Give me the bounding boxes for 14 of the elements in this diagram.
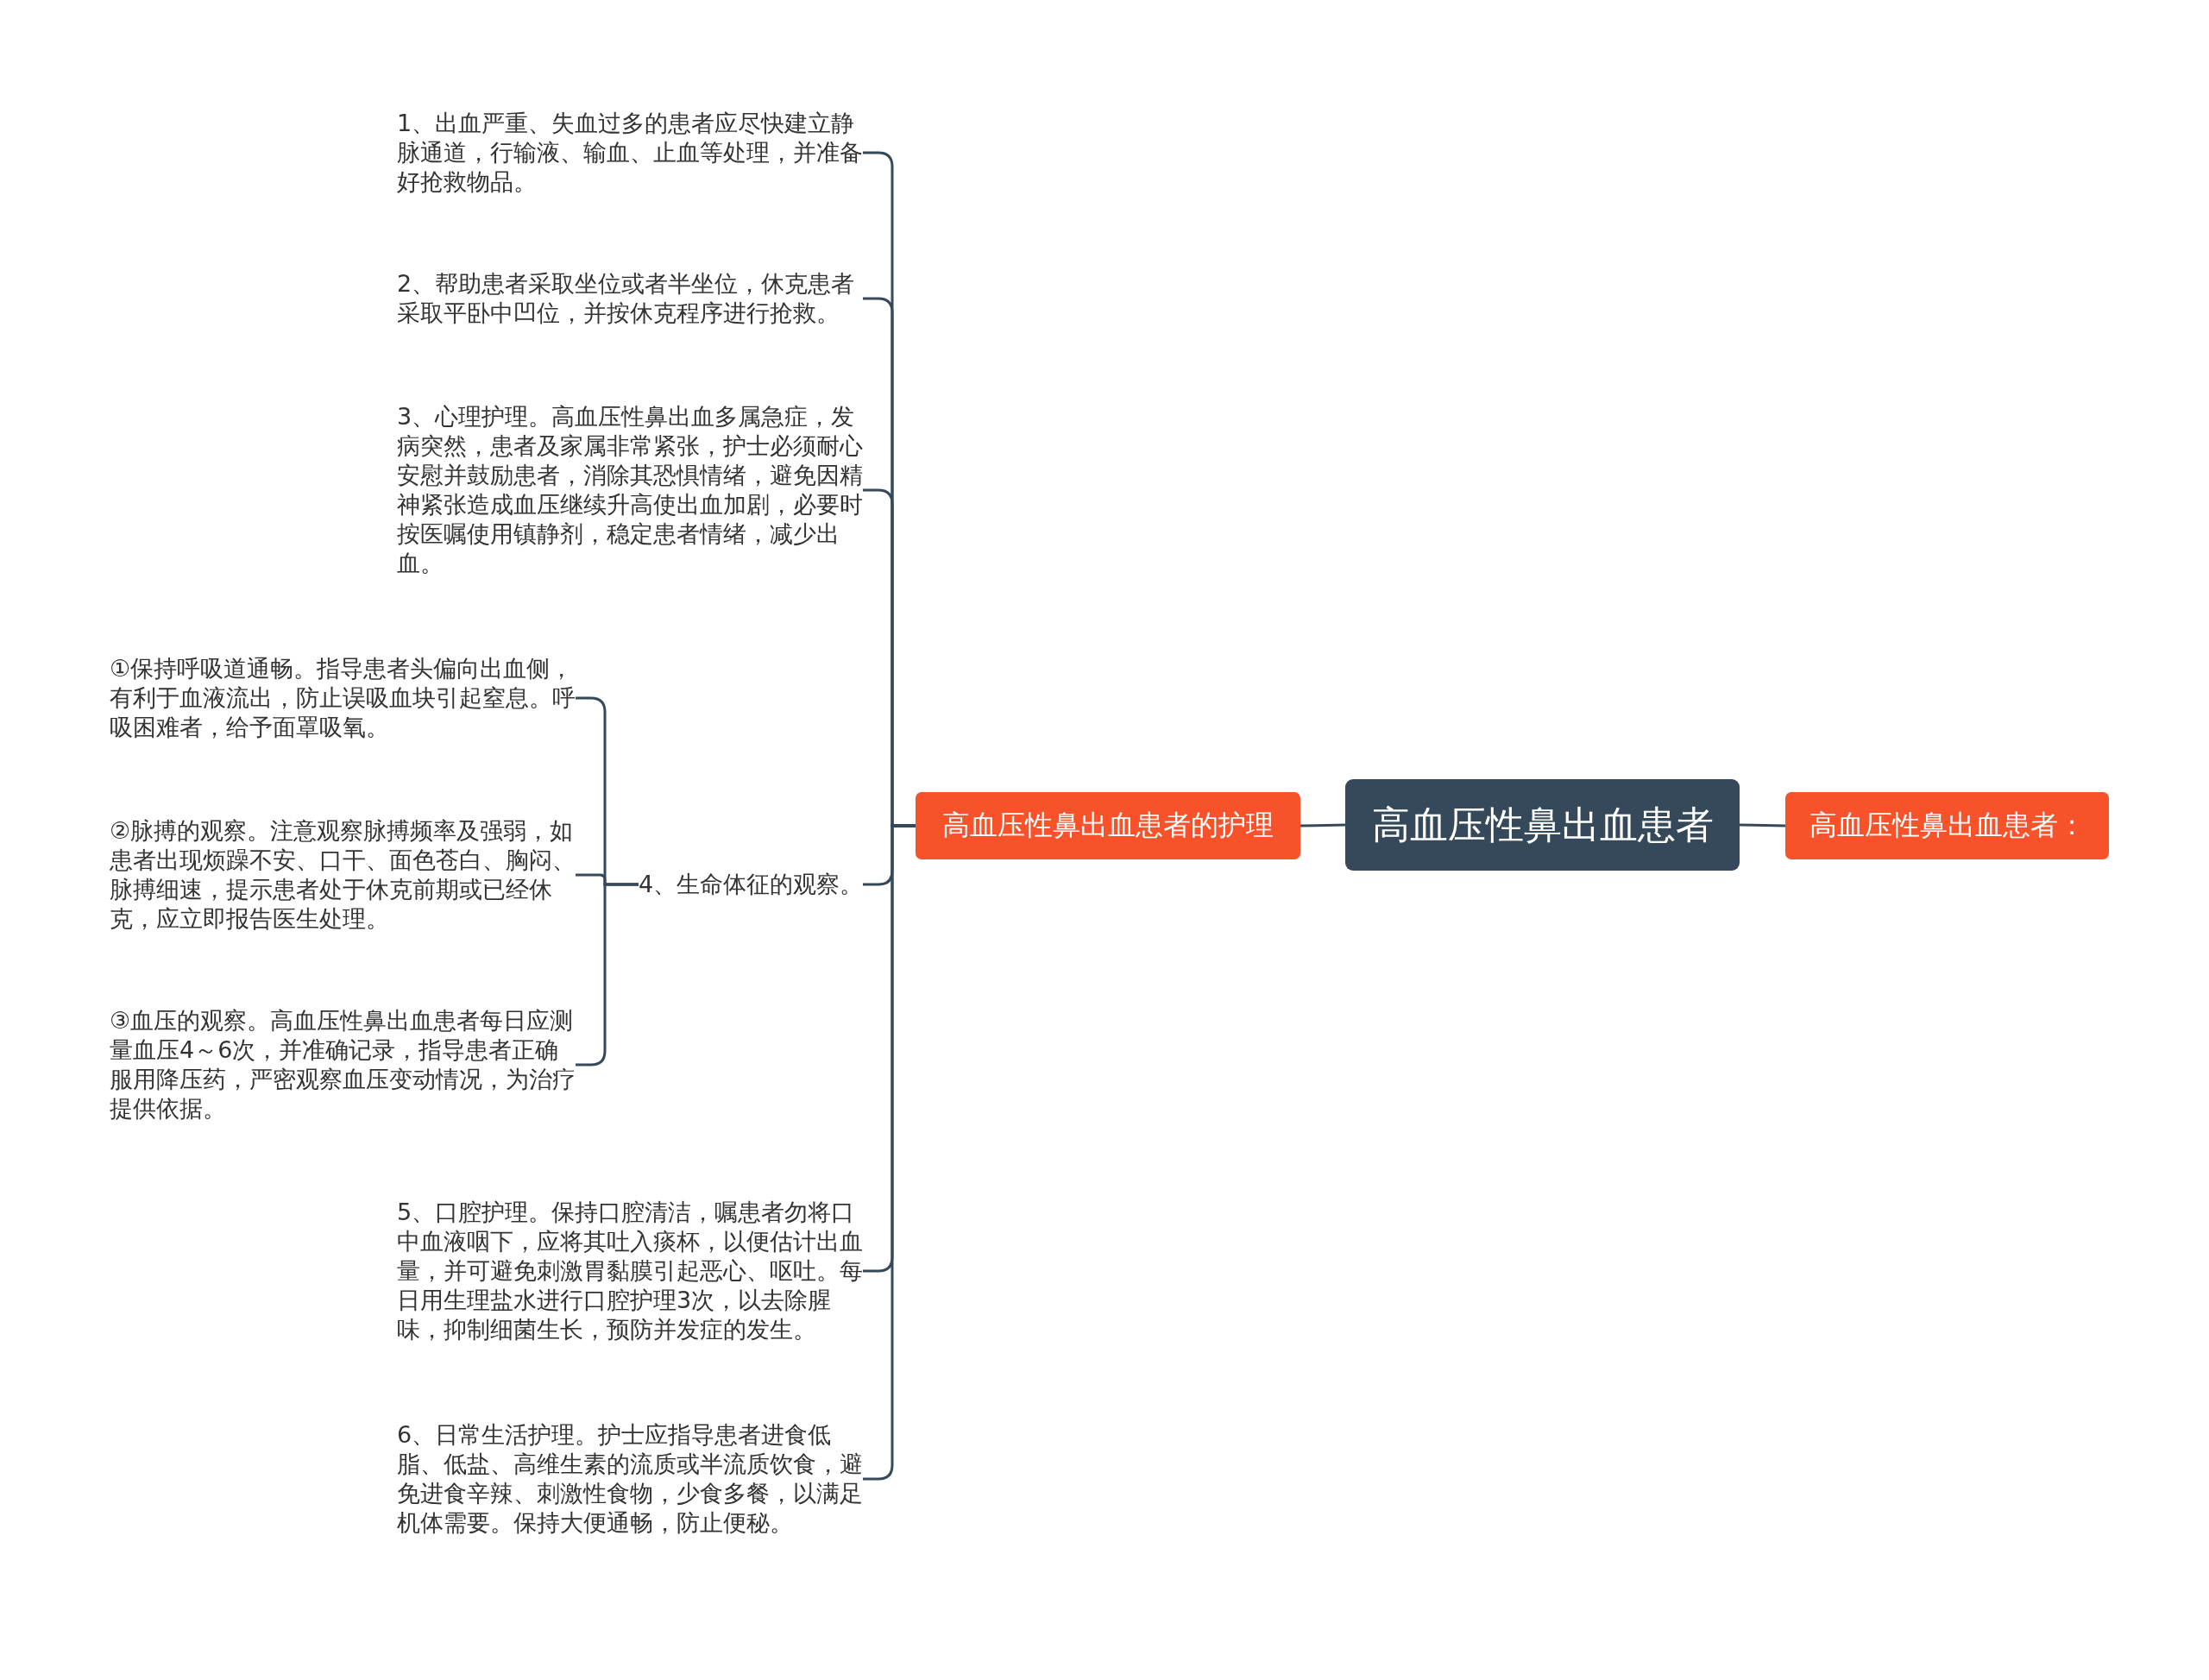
- topic-text: 6、日常生活护理。护士应指导患者进食低脂、低盐、高维生素的流质或半流质饮食，避免进食辛辣、刺激性食物，少食多餐，以满足机体需要。保持大便通畅，防止便秘。: [397, 1420, 863, 1538]
- connector-line: [1300, 823, 1346, 827]
- topic-text: 1、出血严重、失血过多的患者应尽快建立静脉通道，行输液、输血、止血等处理，并准备好抢救物品。: [397, 109, 863, 197]
- topic-text: ③血压的观察。高血压性鼻出血患者每日应测量血压4～6次，并准确记录，指导患者正确服用降压药，严密观察血压变动情况，为治疗提供依据。: [110, 1006, 576, 1123]
- topic-text: 2、帮助患者采取坐位或者半坐位，休克患者采取平卧中凹位，并按休克程序进行抢救。: [397, 269, 863, 328]
- topic-text: 4、生命体征的观察。: [639, 870, 863, 899]
- main-topic-box: 高血压性鼻出血患者的护理: [916, 792, 1300, 859]
- central-topic-box: 高血压性鼻出血患者: [1345, 779, 1740, 871]
- main-topic-box: 高血压性鼻出血患者：: [1785, 792, 2109, 859]
- topic-text: 5、口腔护理。保持口腔清洁，嘱患者勿将口中血液咽下，应将其吐入痰杯，以便估计出血量，并可避免刺激胃黏膜引起恶心、呕吐。每日用生理盐水进行口腔护理3次，以去除腥味，抑制细菌生长，预防并发症的发生。: [397, 1198, 863, 1344]
- topic-text: ①保持呼吸道通畅。指导患者头偏向出血侧，有利于血液流出，防止误吸血块引起窒息。呼吸困难者，给予面罩吸氧。: [110, 654, 576, 742]
- connector-line: [1739, 823, 1786, 827]
- topic-text: 3、心理护理。高血压性鼻出血多属急症，发病突然，患者及家属非常紧张，护士必须耐心安慰并鼓励患者，消除其恐惧情绪，避免因精神紧张造成血压继续升高使出血加剧，必要时按医嘱使用镇静剂，稳定患者情绪，减少出血。: [397, 402, 863, 578]
- topic-text: ②脉搏的观察。注意观察脉搏频率及强弱，如患者出现烦躁不安、口干、面色苍白、胸闷、脉搏细速，提示患者处于休克前期或已经休克，应立即报告医生处理。: [110, 816, 576, 934]
